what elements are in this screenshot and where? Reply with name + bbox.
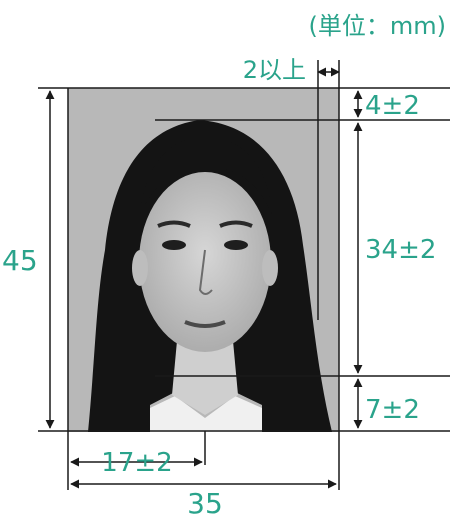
side-margin-label: 2以上: [243, 56, 306, 84]
left-eye: [162, 240, 186, 250]
hair-fringe: [140, 137, 272, 215]
face: [139, 172, 271, 352]
top-margin-label: 4±2: [365, 91, 420, 121]
face-height-label: 34±2: [365, 235, 436, 265]
nose: [198, 249, 213, 295]
right-eyebrow: [219, 220, 253, 228]
bottom-margin-label: 7±2: [365, 395, 420, 425]
mouth: [184, 320, 226, 328]
neck: [172, 330, 238, 415]
photo-height-label: 45: [2, 244, 38, 277]
unit-label: (単位：mm): [309, 12, 446, 40]
right-eye: [224, 240, 248, 250]
shirt: [150, 396, 262, 432]
face-center-label: 17±2: [101, 448, 172, 478]
right-ear: [262, 250, 278, 286]
left-eyebrow: [157, 220, 191, 228]
dimension-lines: [38, 60, 450, 490]
left-ear: [132, 250, 148, 286]
id-photo: [68, 88, 339, 432]
photo-width-label: 35: [187, 487, 223, 519]
